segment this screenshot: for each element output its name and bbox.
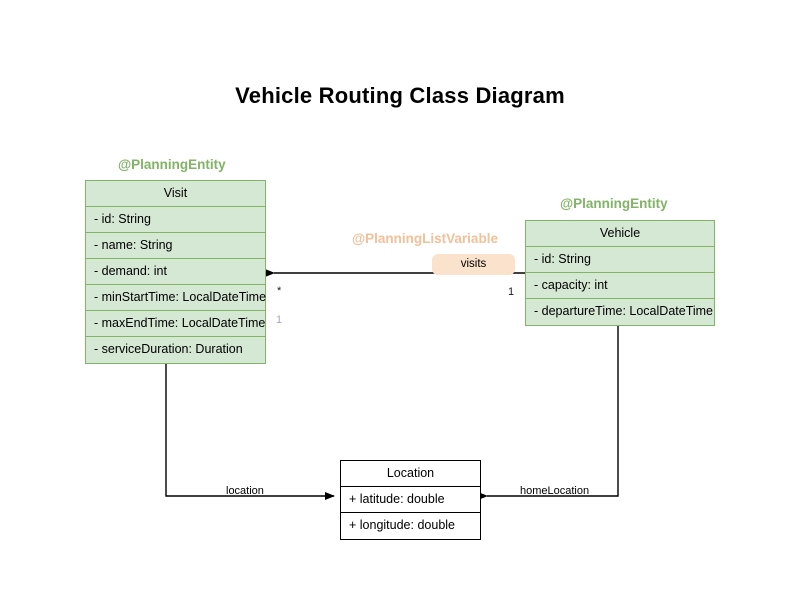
class-attribute: - demand: int [86, 259, 265, 285]
multiplicity-vehicle-side: 1 [508, 286, 515, 298]
edge-label-location: location [226, 485, 264, 497]
class-name-location: Location [341, 461, 480, 487]
class-box-vehicle[interactable]: Vehicle - id: String - capacity: int - d… [525, 220, 715, 326]
edge-label-home-location: homeLocation [520, 485, 590, 497]
multiplicity-visit-location: 1 [276, 314, 283, 326]
class-box-location[interactable]: Location + latitude: double + longitude:… [340, 460, 481, 540]
visit-stereotype: @PlanningEntity [118, 157, 226, 172]
class-attribute: + latitude: double [341, 487, 480, 513]
vehicle-stereotype: @PlanningEntity [560, 196, 668, 211]
multiplicity-visit-side: * [277, 285, 282, 297]
class-box-visit[interactable]: Visit - id: String - name: String - dema… [85, 180, 266, 364]
class-name-visit: Visit [86, 181, 265, 207]
class-attribute: - id: String [86, 207, 265, 233]
planning-list-variable-stereotype: @PlanningListVariable [352, 231, 498, 246]
edge-home-location [478, 322, 619, 500]
class-attribute: + longitude: double [349, 518, 455, 532]
class-attribute: - serviceDuration: Duration [94, 342, 243, 356]
class-attribute: - departureTime: LocalDateTime [534, 304, 714, 318]
class-attribute: - capacity: int [526, 273, 714, 299]
edge-location [165, 362, 335, 500]
class-attribute: - maxEndTime: LocalDateTime [86, 311, 265, 337]
class-attribute: - name: String [86, 233, 265, 259]
visits-badge: visits [432, 254, 515, 275]
class-attribute: - id: String [526, 247, 714, 273]
page-title: Vehicle Routing Class Diagram [235, 83, 565, 108]
class-name-vehicle: Vehicle [526, 221, 714, 247]
class-attribute: - minStartTime: LocalDateTime [86, 285, 266, 311]
